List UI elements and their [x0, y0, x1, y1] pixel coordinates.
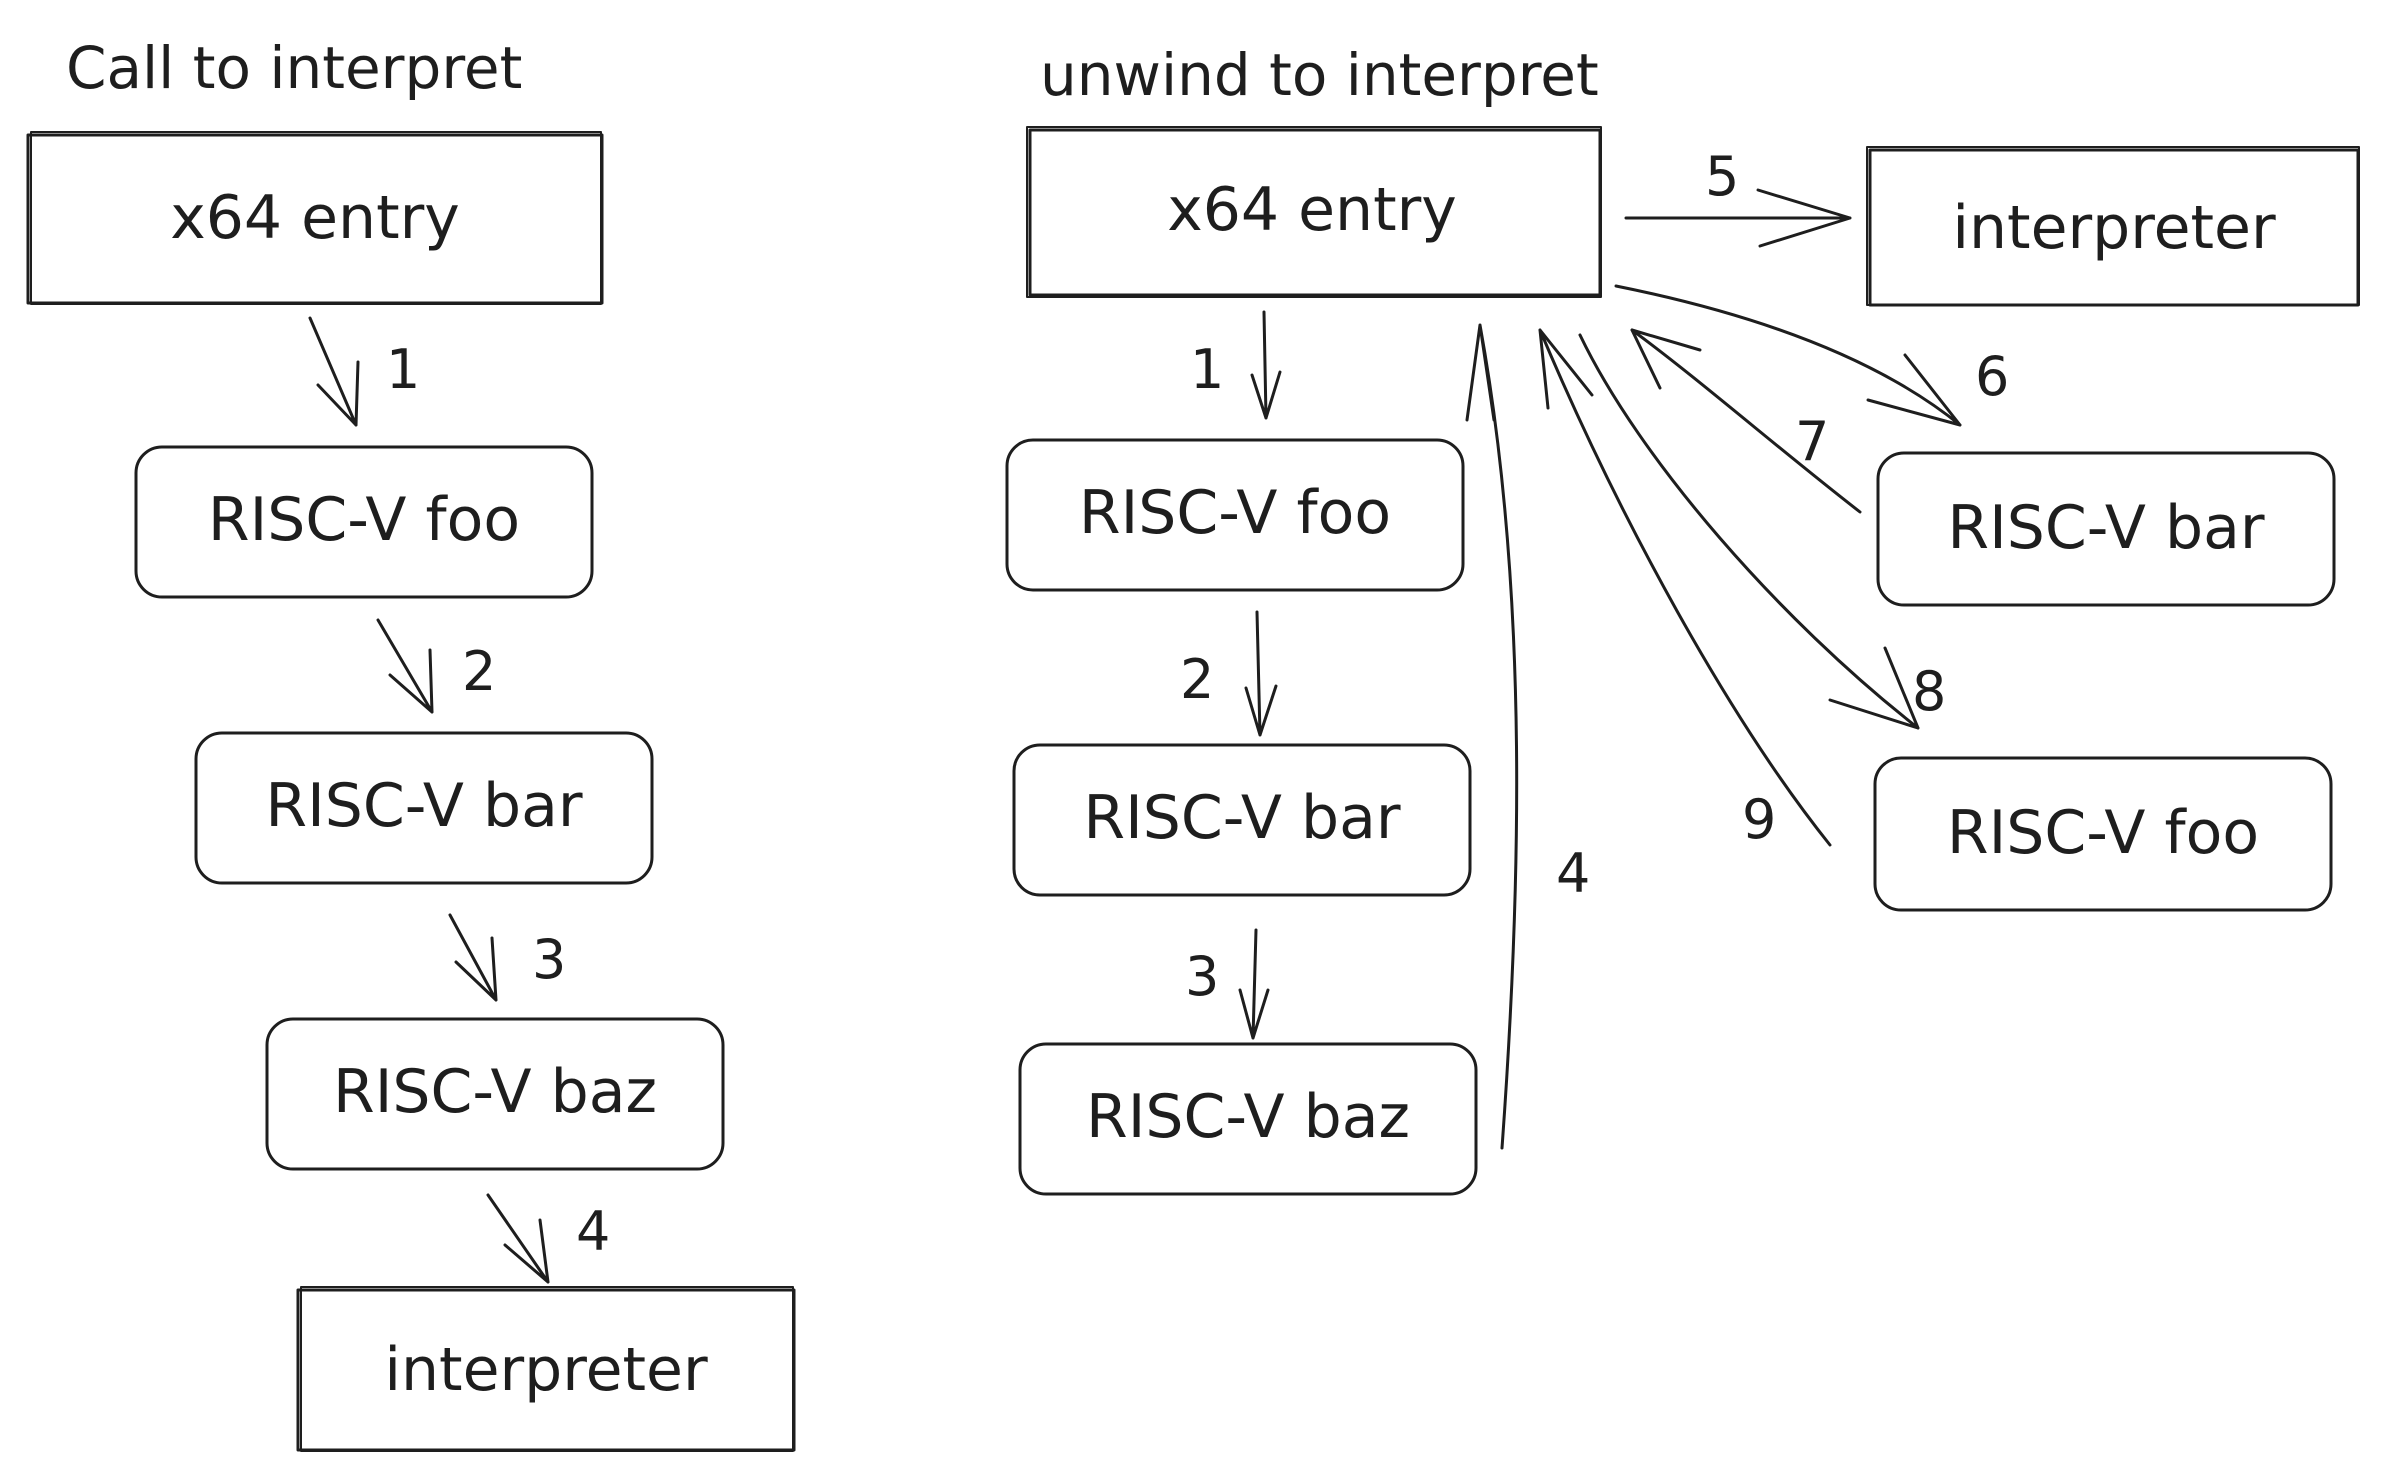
right-baz-box: [1018, 1042, 1478, 1196]
right-step-1: 1: [1190, 338, 1224, 401]
right-arrow-8: 8: [1578, 333, 1946, 730]
right-step-4: 4: [1556, 842, 1590, 905]
right-step-7: 7: [1795, 410, 1829, 473]
left-step-1: 1: [386, 338, 420, 401]
right-arrow-9: 9: [1538, 328, 1832, 851]
right-bar2-label: RISC-V bar: [1947, 493, 2264, 563]
left-entry-node: x64 entry: [26, 131, 604, 305]
right-bar2-box: [1876, 451, 2336, 607]
left-title: Call to interpret: [66, 34, 522, 102]
right-foo2-label: RISC-V foo: [1947, 798, 2259, 868]
left-entry-label: x64 entry: [170, 183, 460, 253]
right-baz-label: RISC-V baz: [1086, 1082, 1410, 1152]
right-bar2-node: RISC-V bar: [1876, 451, 2336, 607]
right-arrow-7: 7: [1630, 328, 1862, 514]
left-foo-box: [134, 445, 594, 599]
left-arrow-1: 1: [308, 316, 420, 427]
right-arrow-6: 6: [1614, 284, 2009, 427]
right-bar-node: RISC-V bar: [1012, 743, 1472, 897]
right-entry-label: x64 entry: [1167, 175, 1457, 245]
left-step-2: 2: [462, 640, 496, 703]
left-interpreter-node: interpreter: [296, 1286, 796, 1452]
left-bar-label: RISC-V bar: [265, 771, 582, 841]
right-foo2-box: [1873, 756, 2333, 912]
right-step-8: 8: [1912, 660, 1946, 723]
left-step-4: 4: [576, 1200, 610, 1263]
right-interpreter-label: interpreter: [1952, 193, 2276, 263]
right-foo-node: RISC-V foo: [1005, 438, 1465, 592]
left-foo-node: RISC-V foo: [134, 445, 594, 599]
right-diagram: unwind to interpret x64 entry interprete…: [1005, 41, 2360, 1196]
right-step-3: 3: [1185, 945, 1219, 1008]
left-foo-label: RISC-V foo: [208, 485, 520, 555]
right-foo-label: RISC-V foo: [1079, 478, 1391, 548]
right-step-9: 9: [1742, 788, 1776, 851]
left-baz-label: RISC-V baz: [333, 1057, 657, 1127]
right-foo-box: [1005, 438, 1465, 592]
right-step-2: 2: [1180, 648, 1214, 711]
right-arrow-2: 2: [1180, 610, 1278, 737]
left-baz-box: [265, 1017, 725, 1171]
right-entry-node: x64 entry: [1026, 126, 1602, 298]
right-title: unwind to interpret: [1040, 41, 1599, 109]
right-foo2-node: RISC-V foo: [1873, 756, 2333, 912]
right-baz-node: RISC-V baz: [1018, 1042, 1478, 1196]
right-arrow-4: 4: [1465, 323, 1590, 1150]
left-bar-box: [194, 731, 654, 885]
left-baz-node: RISC-V baz: [265, 1017, 725, 1171]
right-interpreter-node: interpreter: [1866, 146, 2360, 307]
left-interpreter-label: interpreter: [384, 1335, 708, 1405]
left-arrow-2: 2: [376, 618, 496, 714]
right-bar-label: RISC-V bar: [1083, 783, 1400, 853]
right-bar-box: [1012, 743, 1472, 897]
right-step-5: 5: [1705, 145, 1739, 208]
right-arrow-1: 1: [1190, 310, 1282, 420]
left-arrow-3: 3: [448, 913, 566, 1002]
left-step-3: 3: [532, 928, 566, 991]
left-diagram: Call to interpret x64 entry RISC-V foo R…: [26, 34, 796, 1452]
left-bar-node: RISC-V bar: [194, 731, 654, 885]
right-step-6: 6: [1975, 345, 2009, 408]
right-arrow-3: 3: [1185, 928, 1270, 1040]
left-arrow-4: 4: [486, 1193, 610, 1284]
right-arrow-5: 5: [1624, 145, 1852, 248]
